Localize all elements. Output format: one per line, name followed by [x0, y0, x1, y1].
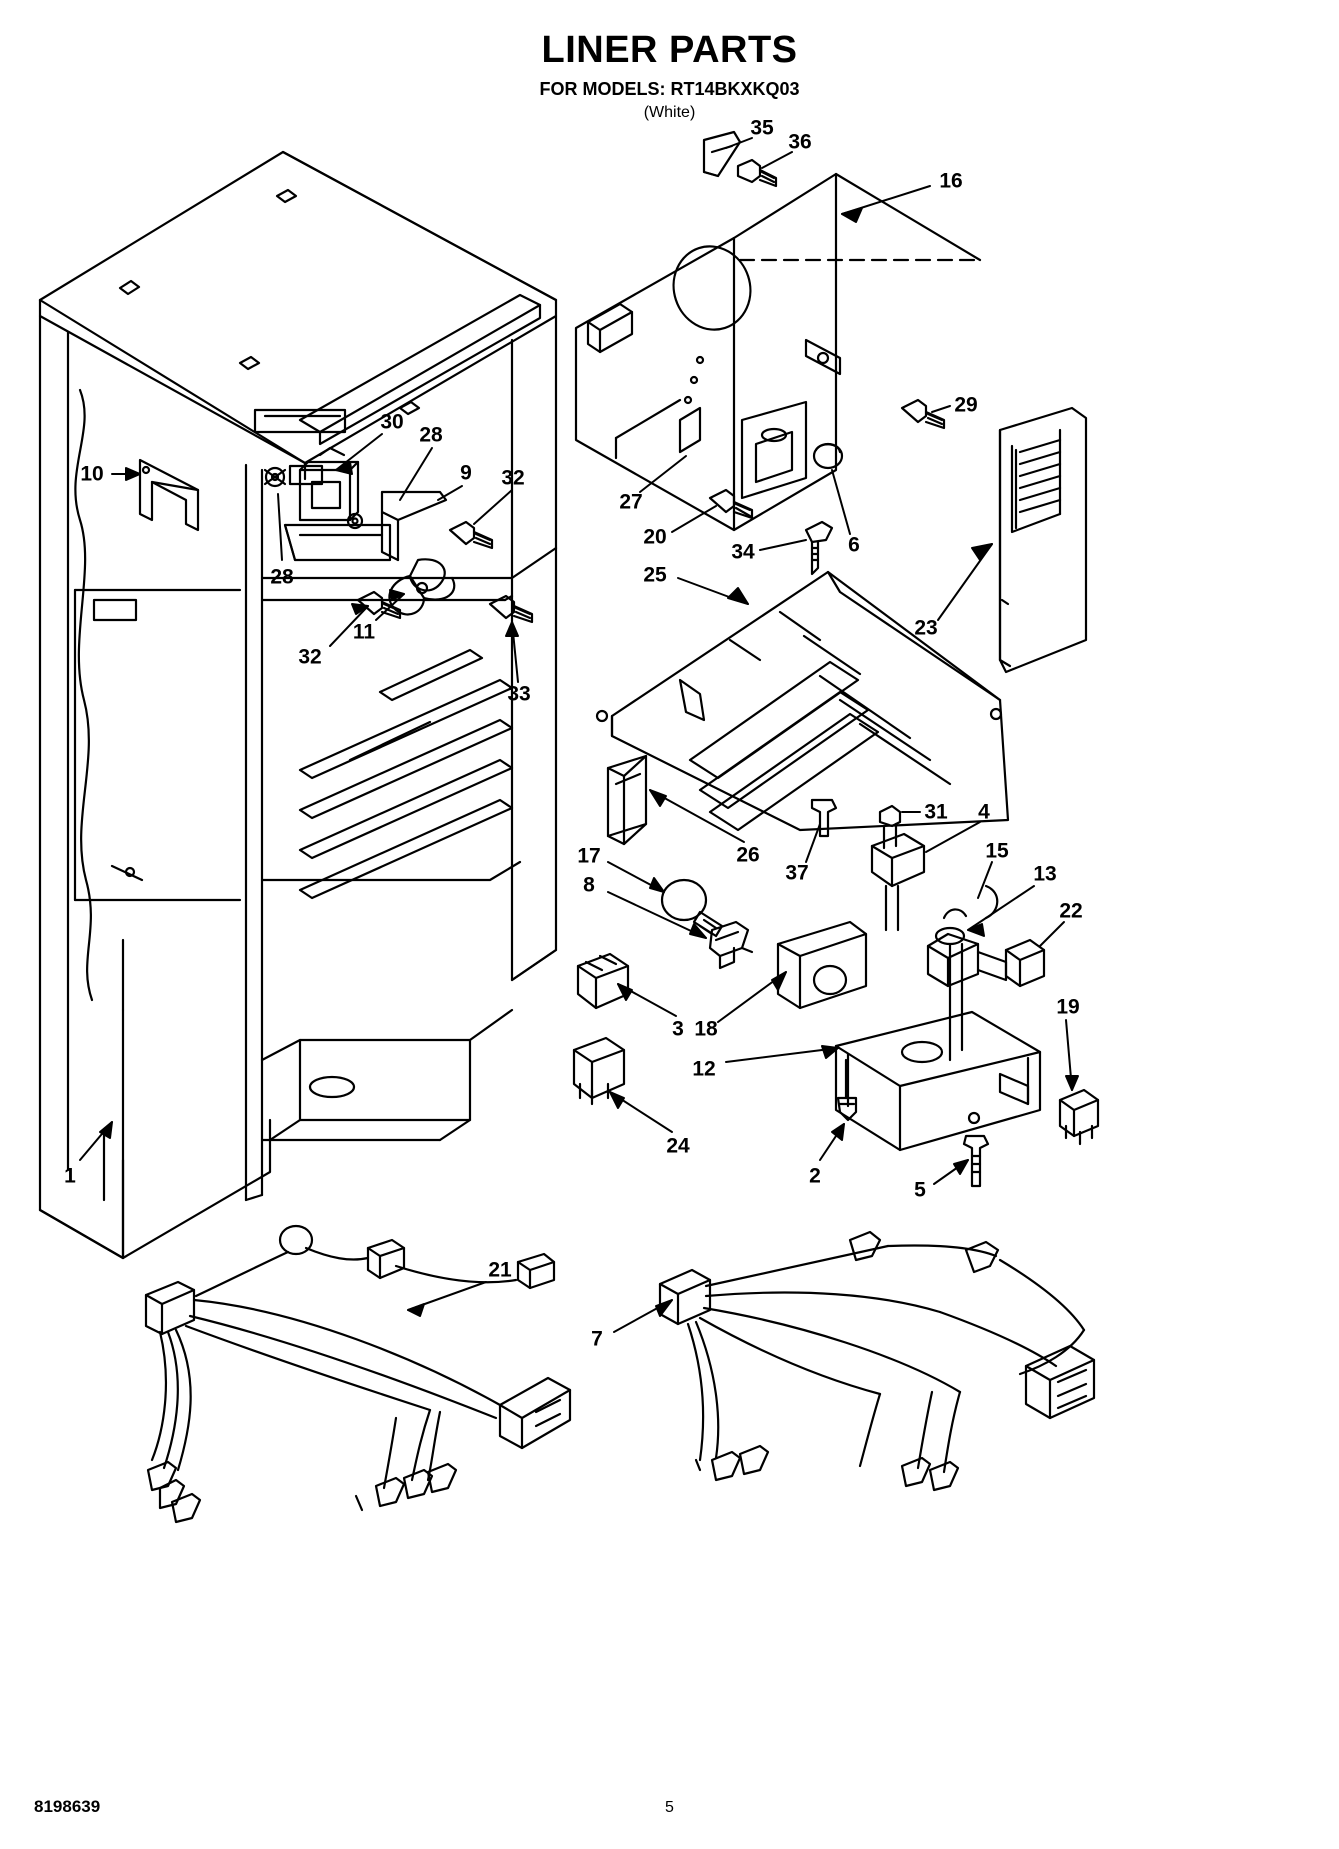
- callout-32-lower: 32: [298, 645, 322, 669]
- callout-15: 15: [985, 839, 1009, 863]
- part-12-drain-pan: [834, 1010, 1042, 1152]
- part-9-arm: [380, 490, 448, 562]
- part-10-bracket: [138, 458, 200, 532]
- callout-30: 30: [380, 410, 404, 434]
- callout-5: 5: [914, 1178, 926, 1202]
- callout-25: 25: [643, 563, 667, 587]
- part-25-evaporator-cover: [595, 570, 1010, 832]
- callout-13: 13: [1033, 862, 1057, 886]
- callout-22: 22: [1059, 899, 1083, 923]
- part-6-plug: [812, 442, 844, 470]
- part-35-36-bracket: [702, 130, 778, 188]
- part-16-back-panel: [574, 172, 982, 532]
- callout-31: 31: [924, 800, 948, 824]
- callout-26: 26: [736, 843, 760, 867]
- callout-17: 17: [577, 844, 601, 868]
- part-11-fan-blade: [388, 558, 456, 616]
- callout-12: 12: [692, 1057, 716, 1081]
- part-27-cover: [740, 400, 808, 500]
- callout-35: 35: [750, 116, 774, 140]
- callout-23: 23: [914, 616, 938, 640]
- part-29-screw: [900, 398, 946, 430]
- part-32-screws: [356, 520, 494, 620]
- footer-page-number: 5: [665, 1799, 674, 1816]
- page-title: LINER PARTS: [541, 29, 798, 71]
- callout-8: 8: [583, 873, 595, 897]
- callout-10: 10: [80, 462, 104, 486]
- part-31-4-thermostat: [870, 804, 926, 932]
- part-17-bulb: [660, 878, 724, 938]
- callout-3: 3: [672, 1017, 684, 1041]
- callout-32-upper: 32: [501, 466, 525, 490]
- callout-27: 27: [619, 490, 643, 514]
- callout-9: 9: [460, 461, 472, 485]
- callout-11: 11: [352, 620, 376, 644]
- model-subtitle: FOR MODELS: RT14BKXKQ03: [539, 79, 800, 99]
- callout-7: 7: [591, 1327, 603, 1351]
- callout-16: 16: [939, 169, 963, 193]
- part-37-screw: [810, 798, 838, 838]
- part-24-connector: [572, 1036, 626, 1106]
- part-26-connector: [606, 754, 648, 846]
- part-21-wire-harness: [144, 1224, 572, 1524]
- part-34-screw: [804, 520, 834, 576]
- callout-28-lower: 28: [270, 565, 294, 589]
- callout-20: 20: [643, 525, 667, 549]
- liner-cabinet-outline: [38, 150, 558, 1260]
- leader-lines: [79, 137, 1079, 1333]
- part-20-screw: [708, 488, 754, 520]
- part-7-wire-harness: [658, 1230, 1096, 1492]
- callout-29: 29: [954, 393, 978, 417]
- callout-21: 21: [488, 1258, 512, 1282]
- callout-37: 37: [785, 861, 809, 885]
- callout-19: 19: [1056, 995, 1080, 1019]
- part-8-socket: [708, 920, 754, 970]
- part-3-connector: [576, 952, 630, 1010]
- part-2-drain-fitting: [836, 1058, 858, 1122]
- part-28-bracket: [253, 408, 392, 562]
- callout-36: 36: [788, 130, 812, 154]
- part-33-screw: [488, 594, 534, 624]
- callout-28-upper: 28: [419, 423, 443, 447]
- page-header: LINER PARTS FOR MODELS: RT14BKXKQ03 (Whi…: [0, 28, 1339, 124]
- part-5-screw: [962, 1134, 990, 1188]
- callout-2: 2: [809, 1164, 821, 1188]
- part-30-fan-motor: [298, 446, 364, 530]
- callout-33: 33: [507, 682, 531, 706]
- part-19-connector: [1058, 1088, 1100, 1146]
- part-23-side-cover: [998, 406, 1088, 674]
- color-subtitle: (White): [643, 104, 696, 121]
- footer-part-number: 8198639: [34, 1797, 101, 1816]
- part-18-light-housing: [776, 920, 868, 1010]
- callout-6: 6: [848, 533, 860, 557]
- part-22-connector: [1004, 938, 1046, 988]
- callout-1: 1: [64, 1164, 76, 1188]
- callout-18: 18: [694, 1017, 718, 1041]
- callout-34: 34: [731, 540, 755, 564]
- callout-24: 24: [666, 1134, 690, 1158]
- callout-4: 4: [978, 800, 990, 824]
